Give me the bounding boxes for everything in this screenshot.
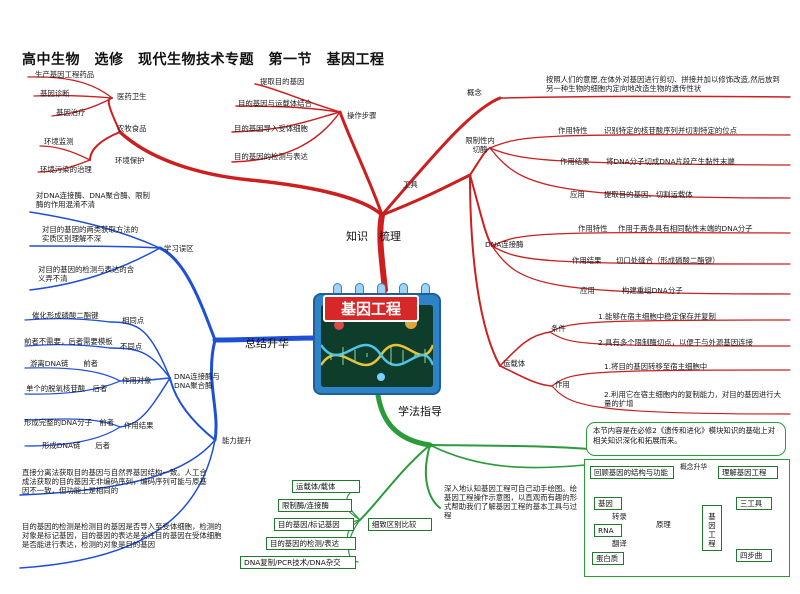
app-category-agri: 农牧食品 [117, 124, 147, 133]
compare-item: 限制酶/连接酶 [278, 499, 352, 512]
enzyme-key: 作用结果 [560, 157, 590, 166]
same-text: 催化形成磷酸二酯键 [32, 311, 99, 320]
study-label: 学习误区 [164, 244, 194, 253]
enzyme-value: 提取目的基因、切割运载体 [604, 190, 693, 199]
vector-role-label: 作用 [555, 380, 570, 389]
method-guide: 深入地认知基因工程可自己动手绘图。绘基因工程操作示意图，以直观而有趣的形式帮助我… [444, 484, 578, 520]
vector-label: 运载体 [503, 359, 526, 368]
intro-bubble: 本节内容是在必修2《遗传和进化》模块知识的基础上对相关知识深化和拓展而来。 [586, 422, 786, 456]
red-trunk-left [118, 130, 384, 217]
app-item: 生产基因工程药品 [35, 70, 95, 79]
same-label: 相同点 [122, 316, 145, 325]
flow-arrow-label: 概念升华 [680, 463, 708, 471]
result-a: 形成完整的DNA分子 前者 [24, 418, 115, 427]
ability-label: 能力提升 [222, 436, 252, 445]
red-trunk [377, 212, 388, 293]
step-item: 提取目的基因 [260, 77, 305, 86]
flow-steps4: 四步曲 [736, 549, 772, 562]
study-item: 对目的基因的两类获取方法的实质区别理解不深 [42, 225, 139, 243]
flow-translate: 翻译 [612, 539, 627, 548]
target-a: 游离DNA链 前者 [30, 359, 99, 368]
center-title: 基因工程 [323, 295, 419, 322]
flow-gene: 基因 [594, 497, 622, 510]
concept-text: 按照人们的意愿,在体外对基因进行剪切、拼接并加以修饰改造,然后放到另一种生物的细… [546, 75, 780, 93]
flow-rna: RNA [594, 524, 622, 537]
enzyme-key: 作用特性 [558, 126, 588, 135]
enzyme-value: 将DNA分子切成DNA片段产生黏性末端 [606, 157, 735, 166]
result-b: 形成DNA链 后者 [42, 441, 111, 450]
app-category-env: 环境保护 [115, 156, 145, 165]
flow-transfer: 转录 [612, 512, 627, 521]
app-category-medical: 医药卫生 [117, 92, 147, 101]
tools-label: 工具 [403, 180, 418, 189]
ability-para2: 目的基因的检测是检测目的基因是否导入至受体细胞，检测的对象是标记基因，目的基因的… [22, 522, 222, 549]
blue-trunk [212, 335, 318, 343]
step-item: 目的基因与运载体结合 [238, 99, 312, 108]
flow-protein: 蛋白质 [592, 552, 624, 565]
ligase-value: 作用于两条具有相同黏性末端的DNA分子 [618, 224, 753, 233]
page-title: 高中生物 选修 现代生物技术专题 第一节 基因工程 [22, 52, 385, 68]
ligase-value: 构建重组DNA分子 [622, 286, 683, 295]
enzyme-value: 识别特定的核苷酸序列并切割特定的位点 [604, 126, 738, 135]
compare-label: DNA连接酶与DNA聚合酶 [174, 372, 220, 390]
vector-role-item: 2.利用它在宿主细胞内的复制能力，对目的基因进行大量的扩增 [604, 390, 782, 408]
step-item: 目的基因导入受体细胞 [234, 124, 308, 133]
compare-item: 目的基因/标记基因 [274, 518, 354, 531]
ability-para1: 直接分离法获取目的基因与自然界基因结构一致。人工合成法获取的目的基因无非编码序列… [22, 468, 207, 495]
ligase-value: 切口处缝合（形成磷酸二酯键） [616, 256, 720, 265]
vector-cond-label: 条件 [551, 324, 566, 333]
flow-review: 回顾基因的结构与功能 [590, 466, 674, 479]
step-item: 目的基因的检测与表达 [234, 152, 308, 161]
study-item: 对目的基因的检测与表达的含义弄不清 [38, 265, 135, 283]
diff-label: 不同点 [120, 342, 143, 351]
vector-role-item: 1.将目的基因转移至宿主细胞中 [604, 362, 708, 371]
study-item: 对DNA连接酶、DNA聚合酶、限制酶的作用混淆不清 [36, 191, 150, 209]
enzyme-label: 限制性内切酶 [465, 136, 495, 154]
ligase-key: 应用 [580, 286, 595, 295]
compare-item: 运载体/载体 [292, 480, 360, 493]
compare-item: 目的基因的检测/表达 [266, 537, 356, 550]
diff-text: 前者不需要，后者需要模板 [24, 337, 113, 346]
app-item: 环境污染的治理 [40, 165, 92, 174]
result-label: 作用结果 [124, 421, 154, 430]
flow-core: 基因工程 [702, 505, 722, 551]
flow-principle: 原理 [656, 520, 671, 529]
app-item: 基因治疗 [56, 108, 86, 117]
center-board: 基因工程 [313, 283, 441, 395]
vector-cond-item: 1.能够在宿主细胞中稳定保存并复制 [598, 312, 716, 321]
app-item: 基因诊断 [40, 89, 70, 98]
app-item: 环境监测 [44, 137, 74, 146]
red-to-concept [380, 96, 502, 217]
concept-label: 概念 [467, 88, 482, 97]
hub-knowledge: 知识 梳理 [346, 230, 401, 243]
red-to-steps [338, 110, 384, 217]
green-trunk [375, 392, 433, 448]
red-to-tools [380, 173, 472, 217]
ligase-label: DNA连接酶 [485, 240, 524, 249]
target-b: 单个的脱氧核苷酸 后者 [26, 384, 108, 393]
hub-summary: 总结升华 [245, 337, 289, 350]
steps-label: 操作步骤 [347, 111, 377, 120]
vector-cond-item: 2.具有多个限制酶切点，以便于与外源基因连接 [598, 338, 753, 347]
compare-item: DNA复制/PCR技术/DNA杂交 [240, 556, 356, 569]
ligase-key: 作用特性 [578, 224, 608, 233]
hub-method: 学法指导 [398, 405, 442, 418]
enzyme-key: 应用 [570, 190, 585, 199]
ligase-key: 作用结果 [572, 256, 602, 265]
flow-understand: 理解基因工程 [718, 466, 778, 479]
compare-label: 细致区别比较 [368, 518, 432, 531]
flow-tools3: 三工具 [736, 497, 772, 510]
target-label: 作用对象 [122, 376, 152, 385]
